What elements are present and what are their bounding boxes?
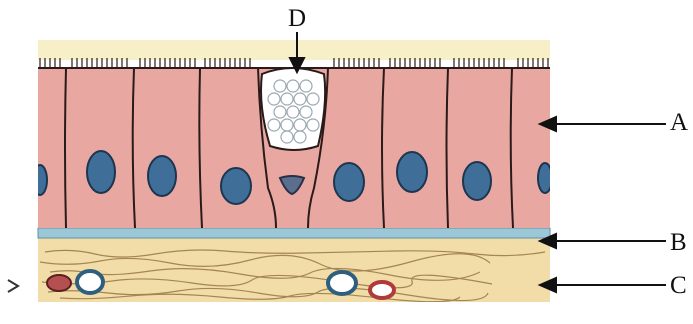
- fiber-mark: [8, 280, 18, 292]
- arrow-left-icon: [540, 117, 666, 131]
- basement-membrane: [38, 228, 550, 238]
- label-d: D: [288, 6, 306, 31]
- label-b: B: [670, 230, 687, 255]
- label-a: A: [670, 110, 688, 135]
- connective-tissue-layer: [38, 238, 550, 302]
- label-c: C: [670, 273, 687, 298]
- arrow-left-icon: [540, 278, 666, 292]
- goblet-cell: [261, 68, 325, 150]
- arrow-left-icon: [540, 234, 666, 248]
